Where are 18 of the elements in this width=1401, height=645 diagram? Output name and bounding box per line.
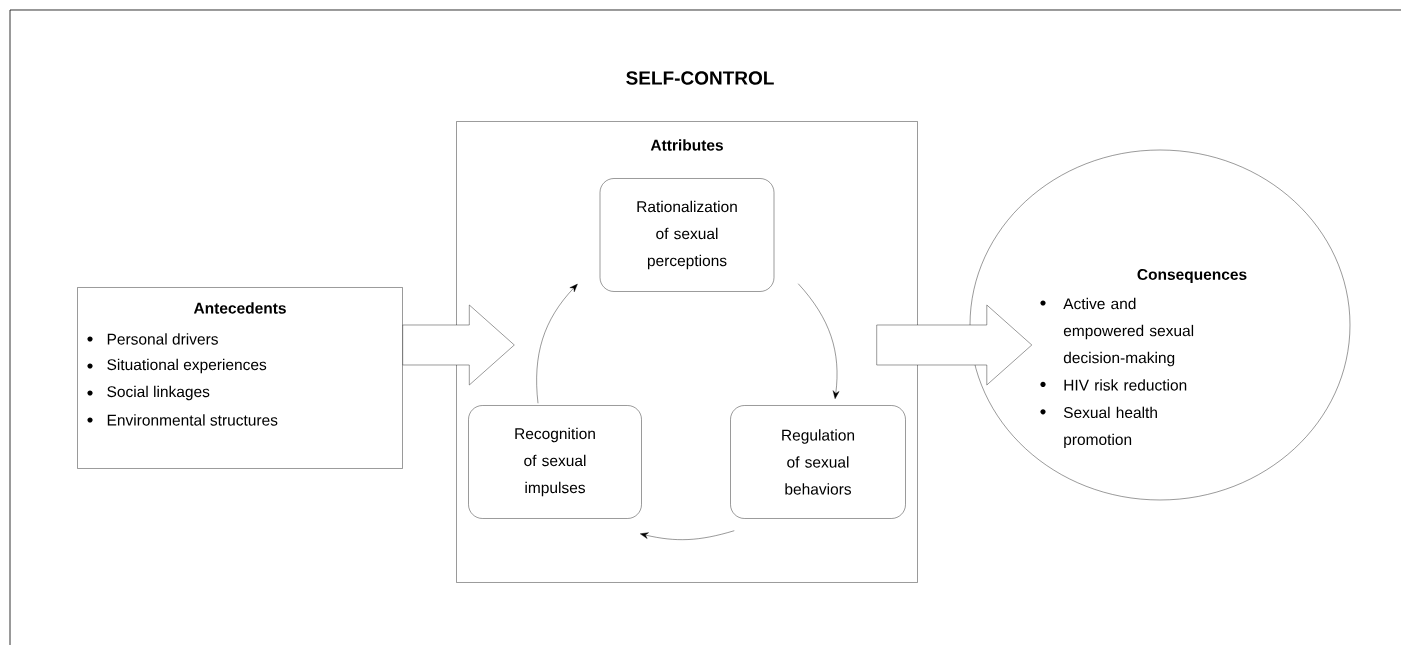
bullet-item: HIV risk reduction bbox=[1064, 379, 1187, 391]
block-arrow bbox=[876, 304, 1032, 386]
list-box bbox=[77, 287, 403, 469]
block-arrow bbox=[402, 304, 515, 386]
rounded-box: Recognition of sexual impulses bbox=[468, 405, 642, 519]
bullet-item: Social linkages bbox=[107, 385, 210, 401]
title: SELF-CONTROL bbox=[626, 71, 774, 85]
bullet-item: Sexual health promotion bbox=[1063, 406, 1157, 449]
bullet-item: Environmental structures bbox=[107, 414, 278, 426]
bullet-item: Situational experiences bbox=[107, 358, 267, 374]
curved-arrow bbox=[536, 283, 578, 404]
bullet-item: Personal drivers bbox=[107, 333, 218, 345]
curved-arrow bbox=[640, 530, 735, 540]
heading: Antecedents bbox=[193, 302, 286, 314]
bullet-item: Active and empowered sexual decision-making bbox=[1063, 297, 1194, 367]
rounded-box: Rationalization of sexual perceptions bbox=[599, 178, 775, 292]
curved-arrow bbox=[798, 283, 840, 399]
rounded-box: Regulation of sexual behaviors bbox=[730, 405, 906, 519]
